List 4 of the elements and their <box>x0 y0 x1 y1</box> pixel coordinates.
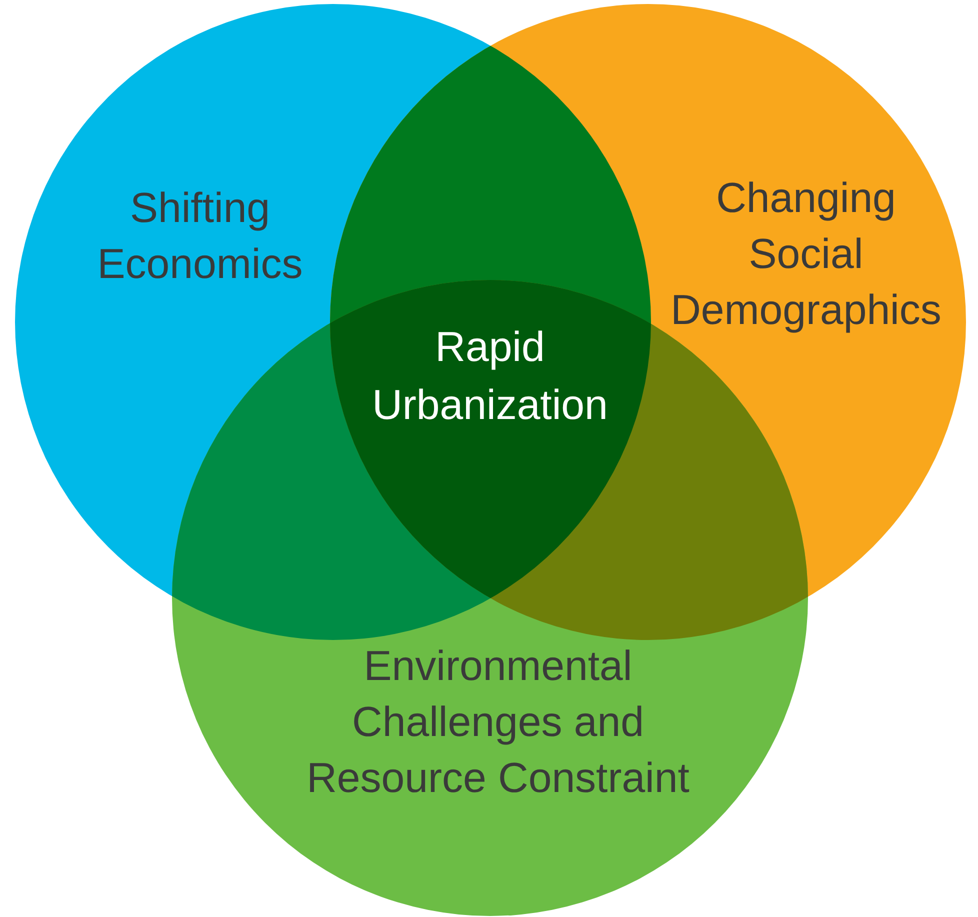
center-label: Rapid Urbanization <box>371 322 609 430</box>
circle-label: Shifting Economics <box>96 183 304 289</box>
circle-label: Changing Social Demographics <box>670 173 942 335</box>
circle-label: Environmental Challenges and Resource Constraint <box>306 641 690 803</box>
